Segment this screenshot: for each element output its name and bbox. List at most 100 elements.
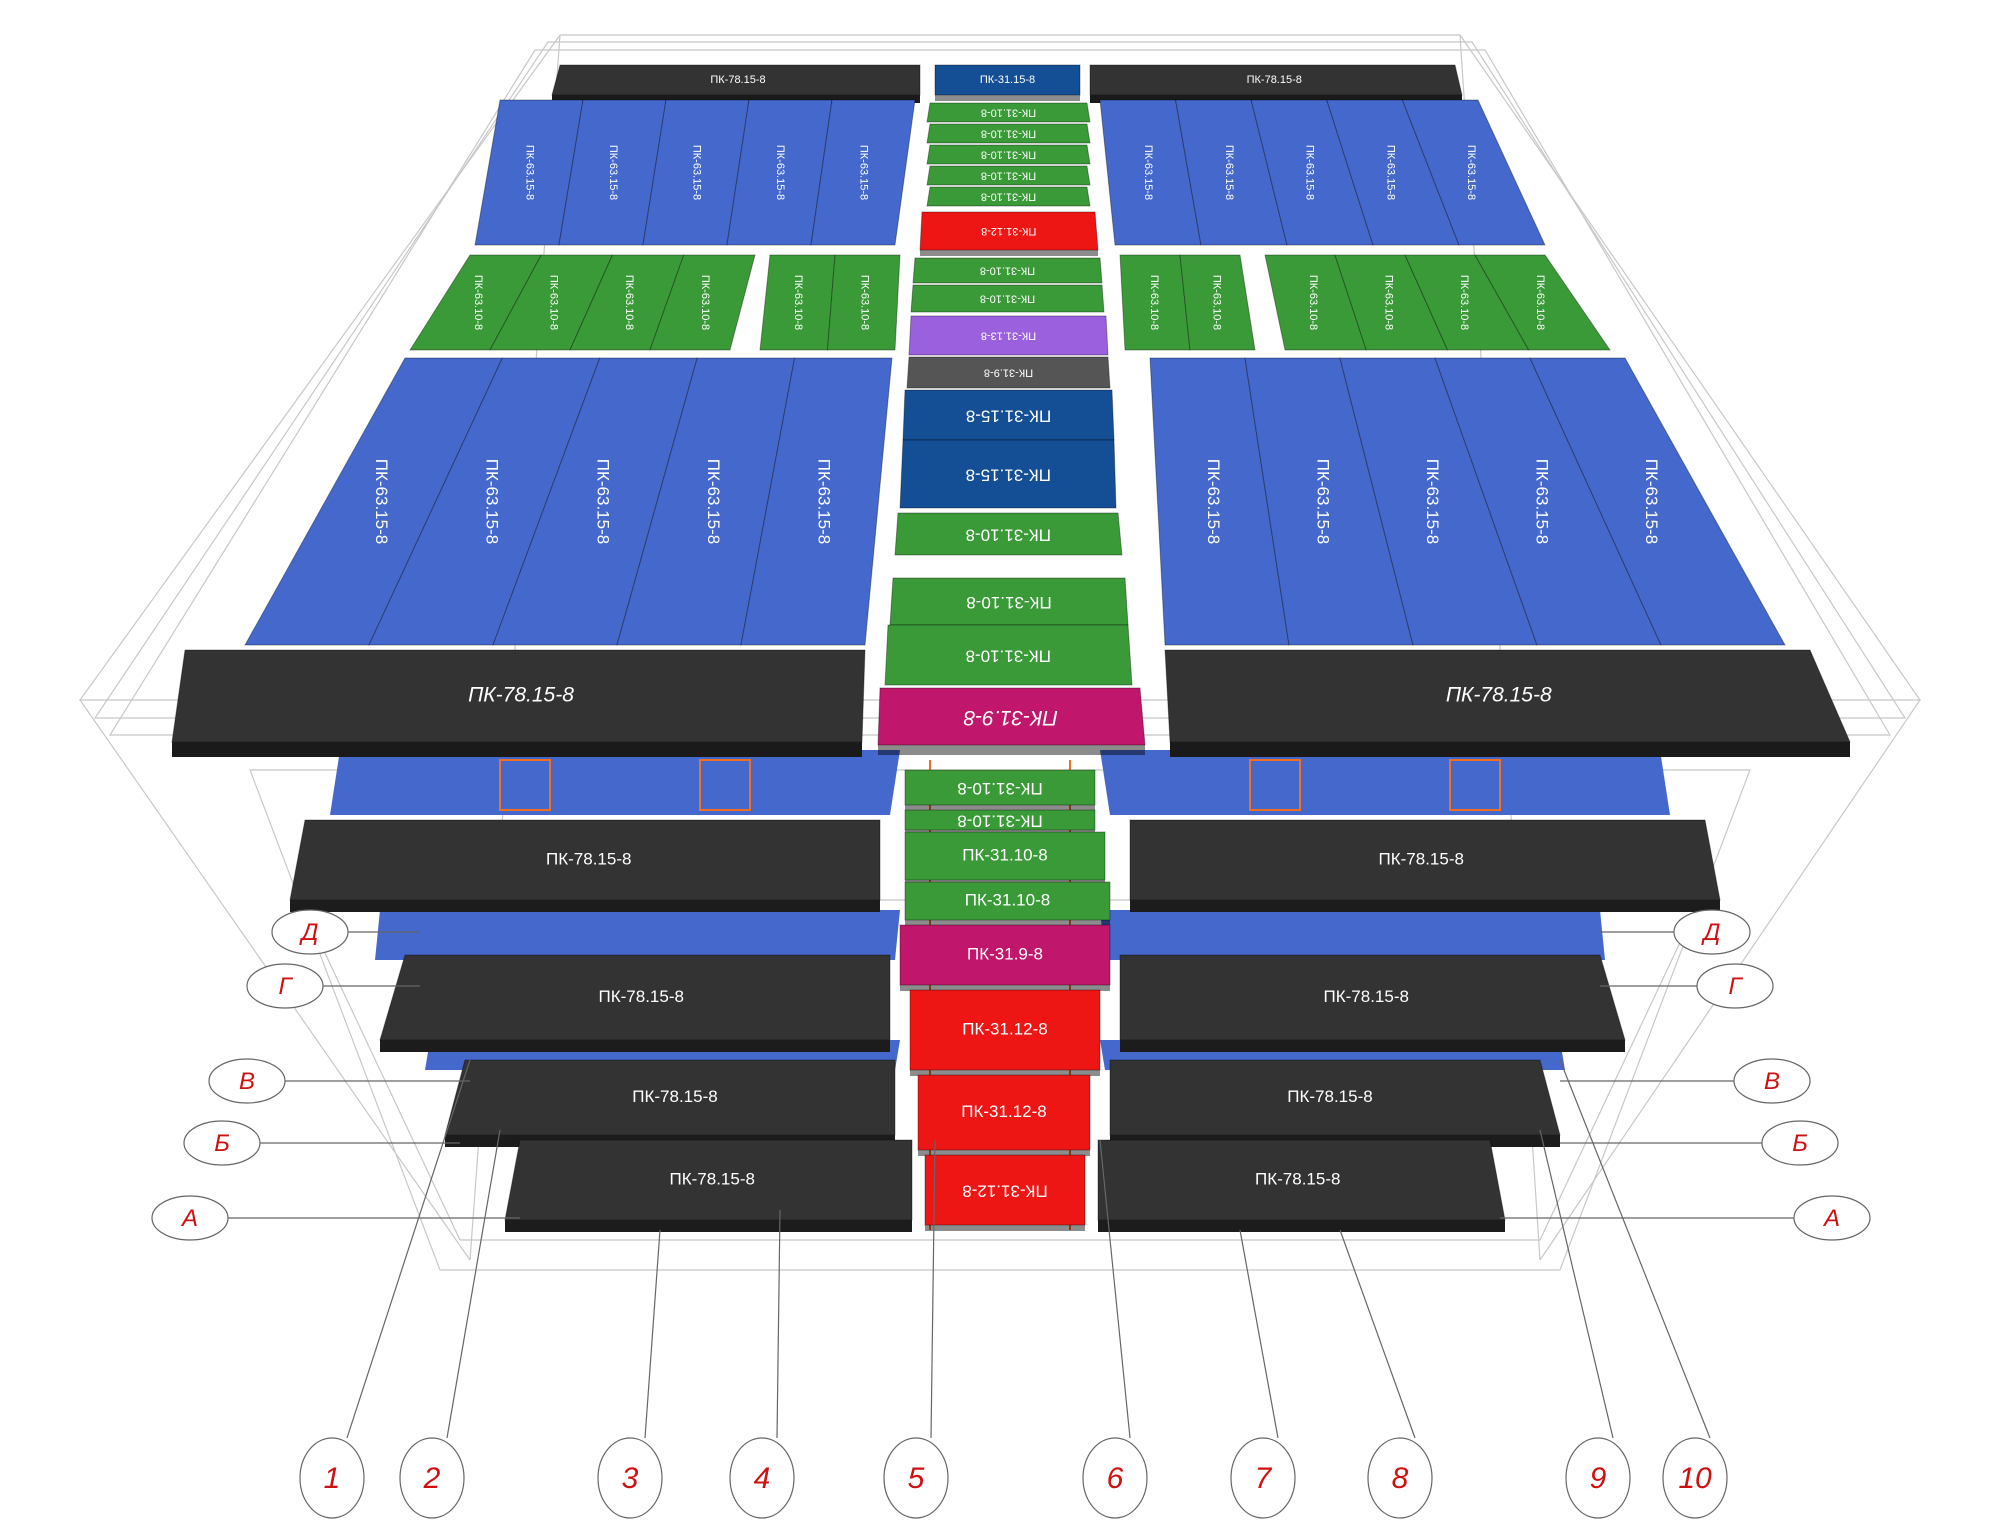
green-left-b-2: ПК-63.10-8	[826, 254, 901, 351]
axis-circle-4	[729, 1437, 795, 1519]
axis-line-8	[1339, 1229, 1416, 1439]
lower-blue-right-5-label: ПК-63.15-8	[1642, 459, 1661, 544]
axis-letter-left-3: В	[239, 1068, 255, 1095]
axis-circle-right-5	[1793, 1195, 1871, 1241]
lower-right-beam-4: ПК-78.15-8	[1097, 1139, 1506, 1232]
upper-blue-left-2: ПК-63.15-8	[558, 99, 667, 246]
center-magenta: ПК-31.9-8	[877, 687, 1146, 755]
upper-blue-right-5: ПК-63.15-8	[1401, 99, 1546, 246]
center-dark-blue-2-label: ПК-31.15-8	[966, 466, 1051, 485]
green-right-a-2: ПК-63.10-8	[1179, 254, 1256, 351]
center-upper-green-3: ПК-31.10-8	[926, 144, 1091, 165]
lower-center-slab-5: ПК-31.9-8	[899, 924, 1111, 991]
center-top-dark-blue-shape	[934, 64, 1081, 96]
center-mid-green-1: ПК-31.10-8	[912, 257, 1103, 284]
front-left-beam-label: ПК-78.15-8	[468, 684, 574, 707]
axis-line-9	[1539, 1129, 1614, 1439]
axis-number-2: 2	[423, 1462, 441, 1495]
center-gray-label: ПК-31.9-8	[984, 367, 1033, 379]
lower-center-slab-5-edge	[900, 985, 1110, 991]
axis-line-1	[346, 1059, 471, 1439]
lower-blue-left-1: ПК-63.15-8	[244, 357, 504, 646]
center-gray-shape	[906, 356, 1111, 389]
upper-blue-right-5-label: ПК-63.15-8	[1465, 145, 1477, 200]
green-right-b-2: ПК-63.10-8	[1334, 254, 1449, 351]
green-right-b-3: ПК-63.10-8	[1404, 254, 1530, 351]
axis-number-4: 4	[754, 1462, 771, 1495]
center-gray: ПК-31.9-8	[906, 356, 1111, 389]
upper-blue-right-4: ПК-63.15-8	[1326, 99, 1460, 246]
axis-letter-right-1: Д	[1701, 919, 1721, 946]
center-top-dark-blue-label: ПК-31.15-8	[980, 74, 1035, 86]
green-left-a-4: ПК-63.10-8	[649, 254, 756, 351]
axis-letter-right-5: А	[1822, 1205, 1840, 1232]
center-upper-green-5-label: ПК-31.10-8	[981, 191, 1036, 203]
front-right-beam: ПК-78.15-8	[1164, 649, 1851, 757]
center-low-green-1-shape	[894, 512, 1123, 556]
upper-blue-right-3: ПК-63.15-8	[1250, 99, 1374, 246]
lower-center-slab-6: ПК-31.12-8	[909, 989, 1101, 1076]
axis-letter-right-3: В	[1764, 1068, 1780, 1095]
center-purple-shape	[908, 315, 1109, 356]
center-dark-blue-1-label: ПК-31.15-8	[966, 407, 1051, 426]
lower-blue-left-2: ПК-63.15-8	[368, 357, 601, 646]
axis-line-10	[1559, 1059, 1711, 1439]
axis-circle-left-5	[151, 1195, 229, 1241]
front-left-beam: ПК-78.15-8	[171, 649, 866, 757]
center-upper-green-3-shape	[926, 144, 1091, 165]
green-left-b-2-label: ПК-63.10-8	[858, 275, 870, 330]
green-right-a-2-label: ПК-63.10-8	[1210, 275, 1222, 330]
lower-blue-right-5-shape	[1529, 357, 1786, 646]
axis-line-7	[1239, 1229, 1279, 1439]
upper-blue-right-1: ПК-63.15-8	[1099, 99, 1202, 246]
center-upper-green-1-label: ПК-31.10-8	[981, 107, 1036, 119]
green-right-b-4-label: ПК-63.10-8	[1534, 275, 1546, 330]
lower-center-slab-3-shape	[904, 831, 1106, 881]
lower-center-slab-6-edge	[910, 1070, 1100, 1076]
lower-left-beam-3-label: ПК-78.15-8	[632, 1087, 717, 1106]
axis-number-8: 8	[1392, 1462, 1409, 1495]
center-upper-green-4-label: ПК-31.10-8	[981, 170, 1036, 182]
lower-center-slab-1: ПК-31.10-8	[904, 769, 1096, 811]
center-mid-green-1-shape	[912, 257, 1103, 284]
axis-letter-right-4: Б	[1792, 1130, 1808, 1157]
center-dark-blue-1: ПК-31.15-8	[902, 389, 1115, 441]
lower-blue-left-1-label: ПК-63.15-8	[372, 459, 391, 544]
upper-blue-right-2-label: ПК-63.15-8	[1223, 145, 1235, 200]
axis-line-3	[644, 1229, 661, 1439]
lower-blue-left-3-label: ПК-63.15-8	[593, 459, 612, 544]
center-upper-green-2-shape	[926, 123, 1091, 144]
axis-circle-left-3	[208, 1058, 286, 1104]
lower-center-slab-4-shape	[904, 881, 1111, 921]
green-left-a-4-label: ПК-63.10-8	[699, 275, 711, 330]
center-upper-red-label: ПК-31.12-8	[981, 225, 1036, 237]
lower-left-beam-1-label: ПК-78.15-8	[546, 849, 631, 868]
center-magenta-shape	[877, 687, 1146, 746]
lower-blue-left-5-shape	[740, 357, 893, 646]
center-mid-green-2-label: ПК-31.10-8	[980, 293, 1035, 305]
lower-center-slab-2-shape	[904, 809, 1096, 831]
lower-blue-left-2	[375, 910, 900, 960]
lower-blue-right-4-label: ПК-63.15-8	[1532, 459, 1551, 544]
axis-circle-6	[1082, 1437, 1148, 1519]
upper-blue-right-4-label: ПК-63.15-8	[1384, 145, 1396, 200]
lower-left-beam-1-edge	[290, 900, 880, 912]
center-purple: ПК-31.13-8	[908, 315, 1109, 356]
axis-circle-right-2	[1696, 963, 1774, 1009]
lower-center-slab-1-edge	[905, 805, 1095, 811]
lower-blue-left-2-label: ПК-63.15-8	[483, 459, 502, 544]
lower-center-slab-8-shape	[924, 1154, 1086, 1226]
lower-blue-right-2: ПК-63.15-8	[1244, 357, 1414, 646]
center-upper-green-1: ПК-31.10-8	[926, 102, 1091, 123]
upper-blue-left-4-label: ПК-63.15-8	[774, 145, 786, 200]
upper-blue-left-5: ПК-63.15-8	[810, 99, 916, 246]
green-right-a-1: ПК-63.10-8	[1119, 254, 1191, 351]
upper-blue-left-5-label: ПК-63.15-8	[857, 145, 869, 200]
green-left-b-2-shape	[826, 254, 901, 351]
axis-line-2	[446, 1129, 501, 1439]
lower-left-beam-2: ПК-78.15-8	[379, 954, 891, 1052]
lower-center-slab-4-edge	[905, 920, 1110, 926]
lower-right-beam-2-label: ПК-78.15-8	[1324, 987, 1409, 1006]
